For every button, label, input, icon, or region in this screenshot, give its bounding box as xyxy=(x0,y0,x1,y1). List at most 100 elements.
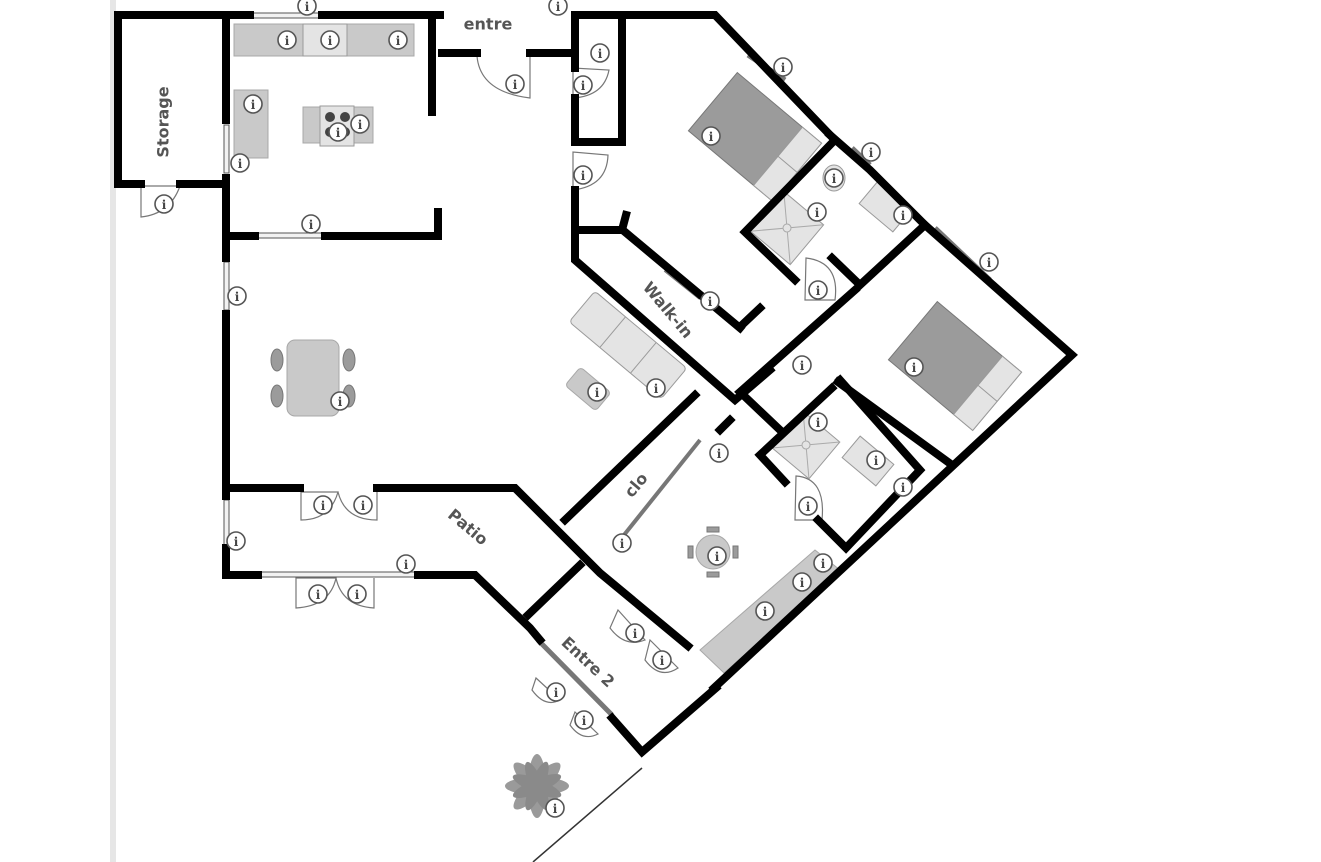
info-marker-icon[interactable]: i xyxy=(388,30,408,50)
walk-in-north-wall xyxy=(619,226,746,334)
info-marker-icon[interactable]: i xyxy=(227,286,247,306)
shower-2 xyxy=(771,410,841,480)
dining-chair xyxy=(342,348,356,372)
info-marker-icon[interactable]: i xyxy=(505,74,525,94)
info-marker-icon[interactable]: i xyxy=(347,584,367,604)
info-marker-icon[interactable]: i xyxy=(573,165,593,185)
info-marker-icon[interactable]: i xyxy=(308,584,328,604)
info-marker-icon[interactable]: i xyxy=(545,798,565,818)
walk-in-north-stub xyxy=(576,210,631,234)
info-marker-icon[interactable]: i xyxy=(546,682,566,702)
info-marker-icon[interactable]: i xyxy=(979,252,999,272)
closet-stub xyxy=(714,414,736,436)
hall-divider-wall xyxy=(734,284,861,436)
round-table-chair xyxy=(687,545,694,559)
storage-wall xyxy=(114,11,222,188)
info-marker-icon[interactable]: i xyxy=(893,205,913,225)
info-marker-icon[interactable]: i xyxy=(808,412,828,432)
info-marker-icon[interactable]: i xyxy=(350,114,370,134)
closet-north-wall xyxy=(559,389,701,526)
info-marker-icon[interactable]: i xyxy=(243,94,263,114)
info-marker-icon[interactable]: i xyxy=(700,291,720,311)
info-marker-icon[interactable]: i xyxy=(625,623,645,643)
info-marker-icon[interactable]: i xyxy=(154,194,174,214)
room-label-entre-2: Entre 2 xyxy=(558,633,619,692)
info-marker-icon[interactable]: i xyxy=(301,214,321,234)
info-marker-icon[interactable]: i xyxy=(707,546,727,566)
info-marker-icon[interactable]: i xyxy=(792,355,812,375)
info-marker-icon[interactable]: i xyxy=(230,153,250,173)
dining-chair xyxy=(270,384,284,408)
bedroom-1-north-wall xyxy=(571,11,836,141)
patio-south-wall xyxy=(414,571,546,646)
kitchen-side-window xyxy=(223,124,230,174)
round-table-chair xyxy=(706,571,720,578)
shower-1 xyxy=(749,190,825,266)
bathroom-1-inner-wall xyxy=(739,139,836,286)
info-marker-icon[interactable]: i xyxy=(904,357,924,377)
info-marker-icon[interactable]: i xyxy=(573,75,593,95)
info-marker-icon[interactable]: i xyxy=(590,43,610,63)
patio-slider-window xyxy=(257,571,419,578)
info-marker-icon[interactable]: i xyxy=(813,553,833,573)
patio-wall xyxy=(222,544,262,579)
room-label-patio: Patio xyxy=(444,505,492,549)
info-marker-icon[interactable]: i xyxy=(328,122,348,142)
sofa xyxy=(570,292,686,398)
info-marker-icon[interactable]: i xyxy=(709,443,729,463)
dining-table xyxy=(286,339,340,417)
info-marker-icon[interactable]: i xyxy=(824,168,844,188)
room-label-entre: entre xyxy=(464,15,513,34)
info-marker-icon[interactable]: i xyxy=(701,126,721,146)
info-marker-icon[interactable]: i xyxy=(313,495,333,515)
powder-room-wall xyxy=(571,18,626,146)
info-marker-icon[interactable]: i xyxy=(277,30,297,50)
patio-entre-2-divider xyxy=(522,559,586,621)
info-marker-icon[interactable]: i xyxy=(652,650,672,670)
kitchen-south-wall xyxy=(321,208,442,240)
info-marker-icon[interactable]: i xyxy=(792,572,812,592)
entrance-door[interactable] xyxy=(476,55,531,99)
info-marker-icon[interactable]: i xyxy=(866,450,886,470)
info-marker-icon[interactable]: i xyxy=(587,382,607,402)
info-marker-icon[interactable]: i xyxy=(773,57,793,77)
bedroom-2-south-wall xyxy=(832,376,954,468)
closet-sliding-door[interactable] xyxy=(618,438,702,542)
room-label-closet: clo xyxy=(620,469,651,501)
property-line xyxy=(532,767,643,862)
walls-layer xyxy=(114,11,1078,758)
living-top-window xyxy=(254,232,326,239)
info-marker-icon[interactable]: i xyxy=(755,601,775,621)
info-marker-icon[interactable]: i xyxy=(320,30,340,50)
info-marker-icon[interactable]: i xyxy=(808,280,828,300)
walk-in-stub xyxy=(736,302,766,331)
furniture-layer xyxy=(233,23,1023,818)
bed-master xyxy=(687,71,823,203)
round-table-chair xyxy=(706,526,720,533)
info-marker-icon[interactable]: i xyxy=(548,0,568,16)
info-marker-icon[interactable]: i xyxy=(861,142,881,162)
info-marker-icon[interactable]: i xyxy=(396,554,416,574)
burner-icon xyxy=(325,112,335,122)
info-marker-icon[interactable]: i xyxy=(612,533,632,553)
room-label-storage: Storage xyxy=(154,86,173,157)
entre-2-window xyxy=(536,638,614,717)
info-marker-icon[interactable]: i xyxy=(646,378,666,398)
info-marker-icon[interactable]: i xyxy=(807,202,827,222)
info-marker-icon[interactable]: i xyxy=(798,496,818,516)
living-south-wall xyxy=(373,484,694,652)
info-marker-icon[interactable]: i xyxy=(297,0,317,16)
info-marker-icon[interactable]: i xyxy=(226,531,246,551)
dining-chair xyxy=(270,348,284,372)
info-marker-icon[interactable]: i xyxy=(353,495,373,515)
plant-icon xyxy=(505,754,569,818)
east-exterior-wall xyxy=(708,219,1078,694)
info-marker-icon[interactable]: i xyxy=(574,710,594,730)
info-marker-icon[interactable]: i xyxy=(893,477,913,497)
entre-2-south-wall xyxy=(606,682,722,758)
bed-second xyxy=(887,300,1023,432)
living-side-window xyxy=(223,261,230,311)
bathroom-2-wall xyxy=(812,374,926,554)
info-marker-icon[interactable]: i xyxy=(330,391,350,411)
